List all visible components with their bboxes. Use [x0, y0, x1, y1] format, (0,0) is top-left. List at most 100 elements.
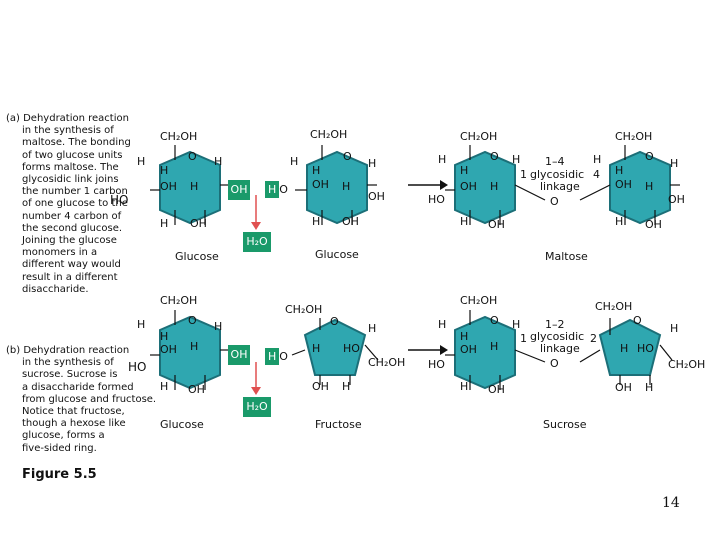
ch2oh-label: CH₂OH [460, 130, 498, 143]
h-label: H [460, 380, 469, 393]
linkage-side-number: 2 [590, 332, 597, 345]
h-label: H [438, 153, 447, 166]
oh-label: OH [190, 217, 207, 230]
ring-oxygen-label: O [188, 150, 197, 163]
caption-a-line: number 4 carbon of [22, 210, 122, 222]
caption-b-line: Notice that fructose, [22, 406, 125, 418]
ch2oh-label: CH₂OH [310, 128, 348, 141]
ring-oxygen-label: O [490, 150, 499, 163]
caption-b-line: sucrose. Sucrose is [22, 369, 118, 381]
ring-oxygen-label: O [188, 314, 197, 327]
caption-a-line: disaccharide. [22, 283, 89, 295]
leaving-oh-highlight: OH [228, 180, 250, 200]
oh-label: OH [312, 178, 329, 191]
h-label: H [438, 318, 447, 331]
bridge-oxygen-label: O [550, 195, 559, 208]
ch2oh-label: CH₂OH [368, 356, 406, 369]
oh-label: OH [188, 383, 205, 396]
oh-label: OH [668, 193, 685, 206]
ch2oh-label: CH₂OH [668, 358, 706, 371]
ch2oh-label: CH₂OH [285, 303, 323, 316]
oh-label: OH [342, 215, 359, 228]
reaction-arrow-a [408, 180, 448, 190]
fructose-ring [303, 318, 367, 376]
h-label: H [190, 180, 199, 193]
water-arrow-b [251, 362, 261, 395]
ch2oh-label: CH₂OH [615, 130, 653, 143]
h-label: H [645, 381, 654, 394]
water-arrow-a [251, 195, 261, 230]
caption-b-line: (b) Dehydration reaction [6, 345, 130, 356]
caption-b-line: glucose, forms a [22, 430, 105, 442]
ring-oxygen-label: O [343, 150, 352, 163]
h-label: H [312, 164, 321, 177]
caption-a-line: result in a different [22, 271, 118, 283]
oh-label: OH [312, 380, 329, 393]
ring-oxygen-label: O [490, 314, 499, 327]
leaving-h-highlight: H [265, 181, 280, 198]
oh-label: OH [488, 218, 505, 231]
h-label: H [137, 155, 146, 168]
figure-label: Figure 5.5 [22, 467, 97, 482]
ho-label: HO [110, 193, 129, 207]
bridge-oxygen-label: O [550, 357, 559, 370]
h-label: H [620, 342, 629, 355]
ch2oh-label: CH₂OH [160, 294, 198, 307]
h-label: H [670, 322, 679, 335]
oh-label: OH [160, 180, 177, 193]
ho-label: HO [428, 358, 445, 371]
h-label: H [214, 320, 223, 333]
caption-a-line: the number 1 carbon [22, 186, 128, 198]
water-highlight: H₂O [243, 232, 271, 252]
h-label: H [214, 155, 223, 168]
glucose-ring-b [159, 315, 221, 390]
maltose-ring-right [609, 150, 671, 225]
h-label: H [368, 322, 377, 335]
ho-label: HO [128, 360, 147, 374]
ring-oxygen-label: O [645, 150, 654, 163]
sucrose-ring-left [454, 315, 516, 390]
h-label: H [342, 180, 351, 193]
caption-a-line: forms maltose. The [22, 161, 119, 173]
caption-a-line: in the synthesis of [22, 125, 114, 137]
caption-b-line: five-sided ring. [22, 442, 97, 454]
linkage-type-label: 1–2 [545, 318, 565, 331]
maltose-label: Maltose [545, 250, 588, 263]
caption-a-line: maltose. The bonding [22, 137, 131, 149]
leaving-h-highlight: H [265, 348, 280, 365]
h-label: H [160, 164, 169, 177]
linkage-label: linkage [540, 180, 580, 193]
caption-a-line: glycosidic link joins [22, 174, 119, 186]
h-label: H [615, 215, 624, 228]
caption-a: (a) Dehydration reaction in the synthesi… [6, 113, 131, 296]
o-label: O [279, 183, 288, 196]
oh-label: OH [460, 343, 477, 356]
linkage-type-label: 1–4 [545, 155, 565, 168]
caption-a-line: the second glucose. [22, 222, 123, 234]
h-label: H [160, 217, 169, 230]
sucrose-label: Sucrose [543, 418, 587, 431]
h-label: H [512, 318, 521, 331]
oh-label: OH [488, 383, 505, 396]
caption-a-line: monomers in a [22, 247, 98, 259]
h-label: H [670, 157, 679, 170]
h-label: H [190, 340, 199, 353]
h-label: H [290, 155, 299, 168]
maltose-ring-left [454, 150, 516, 225]
h-label: H [512, 153, 521, 166]
h-label: H [160, 330, 169, 343]
glycosidic-label: glycosidic [530, 168, 585, 181]
ring-oxygen-label: O [633, 314, 642, 327]
caption-a-line: Joining the glucose [22, 235, 117, 247]
oh-label: OH [615, 381, 632, 394]
caption-a-line: (a) Dehydration reaction [6, 113, 129, 124]
oh-label: OH [615, 178, 632, 191]
caption-b-line: in the synthesis of [22, 357, 114, 369]
h-label: H [342, 380, 351, 393]
caption-b: (b) Dehydration reaction in the synthesi… [6, 345, 156, 455]
h-label: H [615, 164, 624, 177]
h-label: H [460, 215, 469, 228]
